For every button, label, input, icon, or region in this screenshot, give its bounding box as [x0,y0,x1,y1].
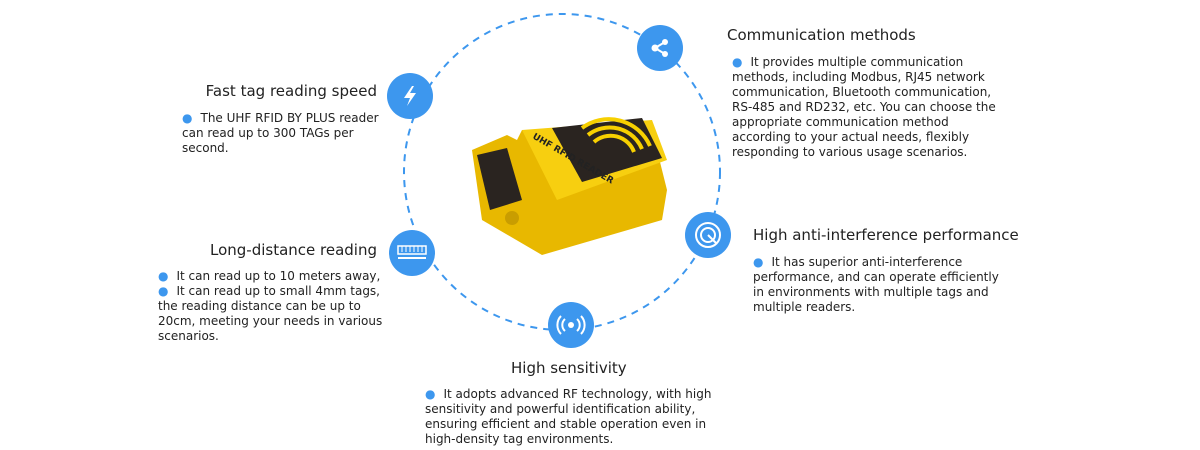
feature-title: High anti-interference performance [753,226,1019,244]
lightning-icon [387,73,433,119]
share-icon [637,25,683,71]
feature-desc: ●The UHF RFID BY PLUS reader can read up… [182,111,379,155]
feature-title: Fast tag reading speed [205,82,377,100]
feature-desc: ●It has superior anti-interference perfo… [753,255,999,314]
radar-icon [685,212,731,258]
rfid-reader-image: UHF RFID READER [472,117,667,255]
feature-desc: ●It provides multiple communication meth… [732,55,996,159]
feature-desc: ●It can read up to 10 meters away, ●It c… [158,269,383,343]
feature-title: Long-distance reading [209,241,377,259]
feature-title: Communication methods [727,26,916,44]
feature-title: High sensitivity [511,359,627,377]
feature-desc: ●It adopts advanced RF technology, with … [425,387,712,446]
signal-icon [548,302,594,348]
ruler-icon [389,230,435,276]
